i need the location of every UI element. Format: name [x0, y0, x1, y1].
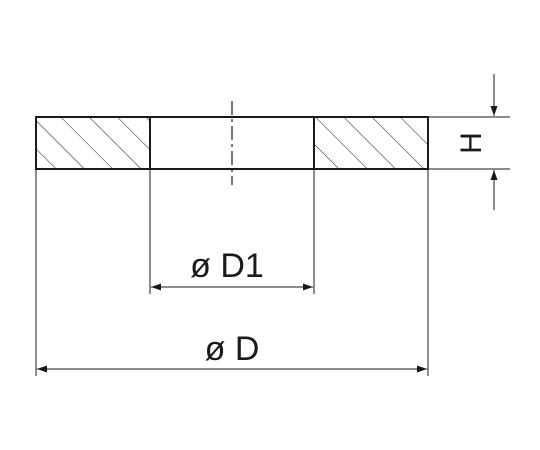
outer-diameter-label: ø D [205, 330, 260, 368]
height-label: H [455, 132, 488, 154]
inner-diameter-label: ø D1 [190, 247, 264, 285]
left-hatched-section [35, 116, 151, 170]
right-hatched-section [313, 116, 429, 170]
